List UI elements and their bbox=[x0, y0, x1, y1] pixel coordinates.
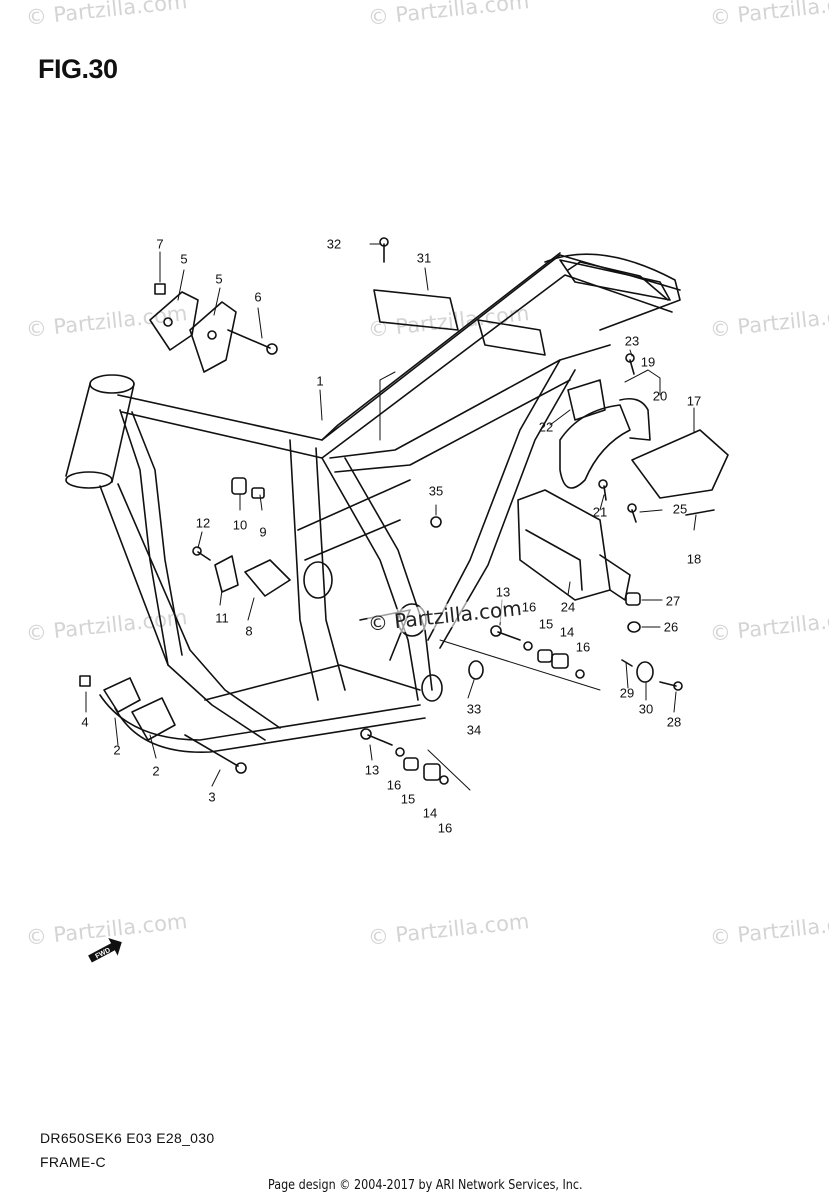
callout-22[interactable]: 22 bbox=[538, 419, 554, 435]
callout-3[interactable]: 3 bbox=[208, 789, 216, 805]
fasteners bbox=[79, 237, 715, 785]
callout-29[interactable]: 29 bbox=[619, 685, 635, 701]
callout-14[interactable]: 14 bbox=[559, 624, 575, 640]
engine-mount-plates bbox=[103, 291, 291, 741]
fwd-label: FWD bbox=[94, 947, 111, 961]
callout-27[interactable]: 27 bbox=[665, 593, 681, 609]
seat-bracket bbox=[373, 259, 671, 356]
copyright-notice: Page design © 2004-2017 by ARI Network S… bbox=[268, 1178, 583, 1193]
callout-9[interactable]: 9 bbox=[259, 524, 267, 540]
callout-15[interactable]: 15 bbox=[400, 791, 416, 807]
callout-16[interactable]: 16 bbox=[575, 639, 591, 655]
callout-23[interactable]: 23 bbox=[624, 333, 640, 349]
steering-head-tube bbox=[65, 374, 135, 489]
battery-holder bbox=[517, 489, 631, 601]
callout-13[interactable]: 13 bbox=[495, 584, 511, 600]
callout-7[interactable]: 7 bbox=[156, 236, 164, 252]
callout-13[interactable]: 13 bbox=[364, 762, 380, 778]
figure-title: FIG.30 bbox=[38, 54, 118, 84]
callout-28[interactable]: 28 bbox=[666, 714, 682, 730]
callout-12[interactable]: 12 bbox=[195, 515, 211, 531]
callout-15[interactable]: 15 bbox=[538, 616, 554, 632]
model-code: DR650SEK6 E03 E28_030 bbox=[40, 1130, 215, 1146]
callout-30[interactable]: 30 bbox=[638, 701, 654, 717]
forward-direction-icon: FWD bbox=[88, 937, 122, 963]
callout-25[interactable]: 25 bbox=[672, 501, 688, 517]
callout-5[interactable]: 5 bbox=[180, 251, 188, 267]
callout-31[interactable]: 31 bbox=[416, 250, 432, 266]
callout-18[interactable]: 18 bbox=[686, 551, 702, 567]
callout-8[interactable]: 8 bbox=[245, 623, 253, 639]
callout-35[interactable]: 35 bbox=[428, 483, 444, 499]
callout-1[interactable]: 1 bbox=[316, 373, 324, 389]
callout-16[interactable]: 16 bbox=[521, 599, 537, 615]
callout-17[interactable]: 17 bbox=[686, 393, 702, 409]
callout-33[interactable]: 33 bbox=[466, 701, 482, 717]
callout-6[interactable]: 6 bbox=[254, 289, 262, 305]
callout-16[interactable]: 16 bbox=[437, 820, 453, 836]
callout-24[interactable]: 24 bbox=[560, 599, 576, 615]
callout-2[interactable]: 2 bbox=[152, 763, 160, 779]
callout-32[interactable]: 32 bbox=[326, 236, 342, 252]
callout-26[interactable]: 26 bbox=[663, 619, 679, 635]
callout-20[interactable]: 20 bbox=[652, 388, 668, 404]
callout-10[interactable]: 10 bbox=[232, 517, 248, 533]
leader-lines bbox=[85, 243, 697, 791]
callout-5[interactable]: 5 bbox=[215, 271, 223, 287]
main-frame-tubes bbox=[99, 252, 681, 753]
callout-16[interactable]: 16 bbox=[386, 777, 402, 793]
section-name: FRAME-C bbox=[40, 1154, 106, 1170]
callout-19[interactable]: 19 bbox=[640, 354, 656, 370]
callout-4[interactable]: 4 bbox=[81, 714, 89, 730]
callout-11[interactable]: 11 bbox=[215, 610, 229, 626]
callout-14[interactable]: 14 bbox=[422, 805, 438, 821]
callout-34[interactable]: 34 bbox=[466, 722, 482, 738]
callout-21[interactable]: 21 bbox=[592, 504, 608, 520]
rear-fender-parts bbox=[559, 379, 729, 499]
callout-2[interactable]: 2 bbox=[113, 742, 121, 758]
